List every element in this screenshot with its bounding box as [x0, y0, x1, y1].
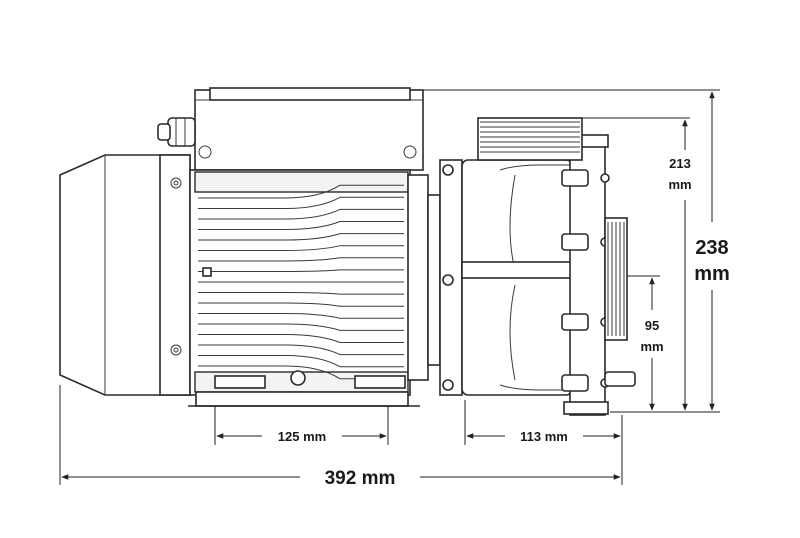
dim-total-length: 392 mm: [61, 468, 621, 489]
housing-lugs: [561, 169, 610, 392]
fin-line: [198, 334, 404, 343]
housing-bolt: [600, 173, 610, 183]
dim-label-113: 113 mm: [520, 429, 568, 444]
fin-line: [198, 344, 404, 356]
pump-housing: [439, 134, 610, 416]
dim-upper-height: 213 mm: [668, 119, 692, 411]
dim-total-height: 238 mm: [694, 91, 730, 411]
fin-line: [198, 323, 404, 331]
cooling-fins: [198, 184, 404, 380]
housing-lug: [561, 313, 589, 331]
extension-lines: [59, 89, 720, 485]
dim-label-95-value: 95: [645, 318, 659, 333]
housing-lug: [561, 233, 589, 251]
top-suction-port: [477, 117, 583, 161]
fin-plug: [202, 267, 212, 277]
dim-label-392: 392 mm: [325, 468, 396, 489]
housing-lug: [561, 374, 589, 392]
fin-line: [198, 313, 404, 319]
dim-label-238-value: 238: [695, 237, 728, 259]
fin-line: [198, 269, 404, 272]
fin-line: [198, 233, 404, 241]
motor-flange: [407, 174, 441, 381]
dim-port-height: 95 mm: [640, 277, 664, 411]
fan-cover: [59, 154, 191, 396]
fin-line: [198, 196, 404, 209]
dim-label-213-unit: mm: [668, 177, 691, 192]
fin-line: [198, 292, 404, 295]
dim-label-238-unit: mm: [694, 263, 730, 285]
fin-line: [198, 302, 404, 307]
fin-line: [198, 355, 404, 368]
front-discharge-port: [604, 217, 636, 387]
dim-label-125: 125 mm: [278, 429, 326, 444]
fin-line: [198, 221, 404, 230]
fin-line: [198, 245, 404, 251]
dim-motor-length: 125 mm: [216, 429, 387, 444]
fin-line: [198, 208, 404, 220]
fin-line: [198, 365, 404, 380]
terminal-box: [194, 87, 424, 171]
cable-gland: [157, 117, 196, 147]
dim-label-213-value: 213: [669, 156, 691, 171]
motor-body: [188, 169, 420, 407]
housing-lug: [561, 169, 589, 187]
fin-line: [198, 184, 404, 199]
dim-pump-length: 113 mm: [466, 429, 621, 444]
dim-label-95-unit: mm: [640, 339, 663, 354]
fin-line: [198, 257, 404, 262]
